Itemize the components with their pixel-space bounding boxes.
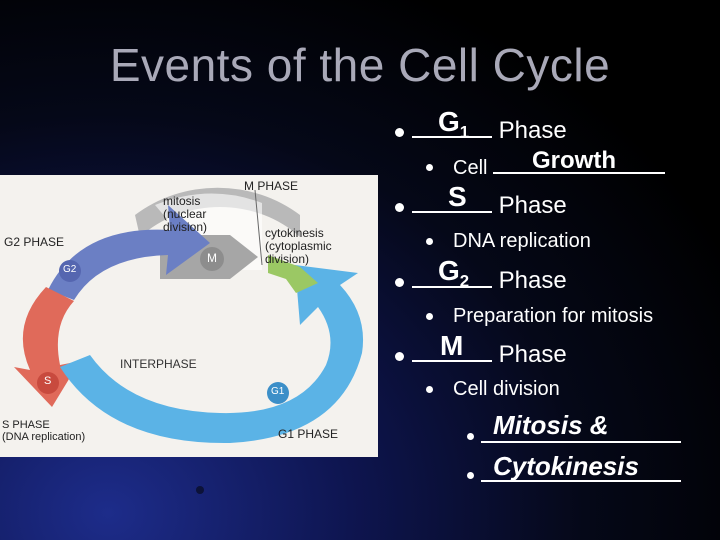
bullet-dot <box>467 433 474 440</box>
s-phase-label: S PHASE (DNA replication) <box>2 419 86 443</box>
subsub-blank-2 <box>481 461 681 489</box>
answer-cytokinesis: Cytokinesis <box>493 451 639 481</box>
bullet-dot <box>395 352 404 361</box>
slide-title: Events of the Cell Cycle <box>109 39 611 91</box>
interphase-label: INTERPHASE <box>120 357 197 371</box>
bullet-dot <box>426 386 433 393</box>
subsub-blank-1 <box>481 422 681 450</box>
answer-mitosis: Mitosis & <box>493 410 609 440</box>
bullet-dot <box>426 313 433 320</box>
bullet-dot <box>395 278 404 287</box>
bullet-dot <box>426 238 433 245</box>
answer-growth: Growth <box>532 147 616 174</box>
subitem-4: Cell division <box>453 378 560 400</box>
g1-phase-label: G1 PHASE <box>278 427 339 441</box>
g2-phase-label: G2 PHASE <box>4 235 65 249</box>
bullet-dot <box>395 128 404 137</box>
g2-badge: G2 <box>63 264 77 275</box>
bullet-dot <box>395 203 404 212</box>
item-4: Phase <box>412 341 567 369</box>
item-2: Phase <box>412 192 567 220</box>
decorative-dot <box>196 486 204 494</box>
m-badge: M <box>207 251 217 265</box>
bullet-dot <box>426 164 433 171</box>
item-1: Phase <box>412 117 567 145</box>
m-phase-label: M PHASE <box>244 179 299 193</box>
subitem-3: Preparation for mitosis <box>453 305 654 327</box>
g1-badge: G1 <box>271 386 285 397</box>
answer-g2: G2 <box>438 255 470 291</box>
cytokinesis-label: cytokinesis (cytoplasmic division) <box>265 226 332 266</box>
answer-g1: G1 <box>438 106 470 142</box>
answer-s: S <box>448 181 467 212</box>
subitem-2: DNA replication <box>453 230 591 252</box>
bullet-dot <box>467 472 474 479</box>
s-badge: S <box>44 375 52 387</box>
answer-m: M <box>440 330 464 361</box>
subitem-1: Cell <box>453 157 666 180</box>
mitosis-label: mitosis (nuclear division) <box>163 194 208 234</box>
item-3: Phase <box>412 267 567 295</box>
cell-cycle-diagram: M PHASE mitosis (nuclear division) cytok… <box>0 175 378 457</box>
